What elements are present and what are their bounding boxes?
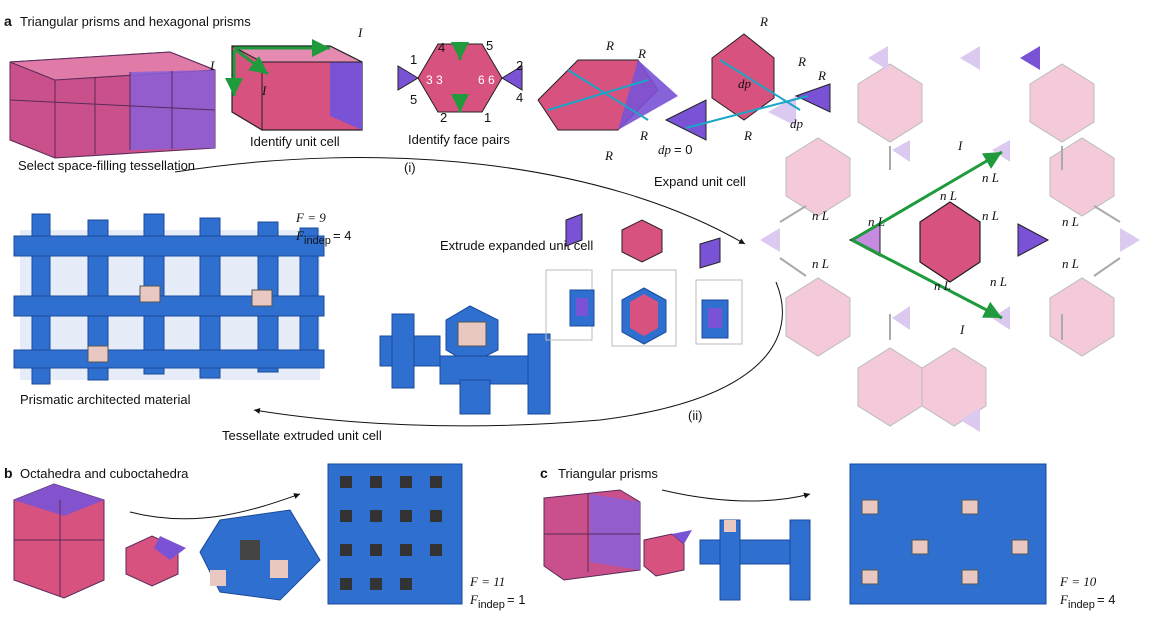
svg-text:R: R	[817, 68, 826, 83]
unit-cell-illustration: I I I	[209, 25, 363, 131]
svg-text:n L: n L	[982, 170, 999, 185]
panel-a-F: F = 9	[295, 210, 326, 225]
svg-text:n L: n L	[812, 256, 829, 271]
svg-text:2: 2	[516, 58, 523, 73]
svg-text:R: R	[759, 14, 768, 29]
panel-c-F: F = 10	[1059, 574, 1097, 589]
triangular-prism-block	[543, 489, 641, 581]
face-number-labels: 1 4 5 2 3 3 6 6 2 4 5 1	[410, 38, 523, 125]
panel-a-letter: a	[4, 13, 12, 29]
svg-text:4: 4	[438, 40, 445, 55]
face-pair-vectors-diagram: R R R R	[537, 38, 678, 163]
svg-text:R: R	[797, 54, 806, 69]
svg-text:I: I	[357, 25, 363, 40]
arrow-ii	[253, 281, 783, 427]
svg-text:5: 5	[486, 38, 493, 53]
svg-text:indep: indep	[478, 599, 505, 611]
svg-text:n L: n L	[1062, 214, 1079, 229]
octahedra-extruded-cell	[199, 509, 321, 601]
svg-text:I: I	[959, 322, 965, 337]
svg-text:6: 6	[478, 73, 485, 87]
svg-text:3: 3	[436, 73, 443, 87]
svg-text:n L: n L	[940, 188, 957, 203]
single-triangular-prism	[643, 530, 692, 577]
step-identify-cell-label: Identify unit cell	[250, 134, 340, 149]
svg-text:3: 3	[426, 73, 433, 87]
svg-text:n L: n L	[990, 274, 1007, 289]
panel-a-title: Triangular prisms and hexagonal prisms	[20, 14, 251, 29]
result-label: Prismatic architected material	[20, 392, 191, 407]
extrude-cell-parts	[545, 213, 743, 347]
panel-b-F-indep: F indep = 1	[469, 592, 525, 611]
svg-text:I: I	[209, 58, 215, 73]
panel-c-arrow	[661, 489, 811, 502]
svg-text:2: 2	[440, 110, 447, 125]
svg-text:n L: n L	[1062, 256, 1079, 271]
prismatic-material-illustration	[13, 213, 325, 385]
svg-text:R: R	[605, 38, 614, 53]
svg-text:n L: n L	[812, 208, 829, 223]
dp1-label: dp	[658, 142, 672, 157]
svg-text:n L: n L	[868, 214, 885, 229]
single-cuboctahedron	[125, 535, 186, 587]
panel-c-F-indep: F indep = 4	[1059, 592, 1115, 611]
svg-text:6: 6	[488, 73, 495, 87]
triangular-prism-extruded-cell	[699, 519, 811, 601]
svg-text:I: I	[957, 138, 963, 153]
svg-text:4: 4	[516, 90, 523, 105]
panel-b-title: Octahedra and cuboctahedra	[20, 466, 189, 481]
arrow-i-label: (i)	[404, 160, 416, 175]
space-filling-tessellation-illustration	[9, 51, 216, 159]
panel-a-F-indep: F indep = 4	[295, 228, 351, 247]
arrow-i	[174, 157, 746, 245]
svg-text:= 4: = 4	[333, 228, 351, 243]
svg-text:1: 1	[484, 110, 491, 125]
extruded-unit-cell-blue	[379, 305, 551, 415]
step-identify-pairs-label: Identify face pairs	[408, 132, 510, 147]
svg-text:R: R	[639, 128, 648, 143]
arrow-ii-label: (ii)	[688, 408, 702, 423]
step-extrude-label: Extrude expanded unit cell	[440, 238, 593, 253]
svg-text:dp: dp	[790, 116, 804, 131]
octahedra-material	[327, 463, 463, 605]
step-expand-label: Expand unit cell	[654, 174, 746, 189]
svg-text:= 1: = 1	[507, 592, 525, 607]
tessellation-lattice-diagram: I I n L n L n L n L n L n L n L n L n L …	[760, 46, 1140, 432]
svg-text:1: 1	[410, 52, 417, 67]
panel-b-arrow	[129, 493, 301, 520]
panel-c-title: Triangular prisms	[558, 466, 658, 481]
panel-c-letter: c	[540, 465, 548, 481]
svg-text:I: I	[261, 83, 267, 98]
triangular-prism-material	[849, 463, 1047, 605]
svg-text:F: F	[1059, 592, 1069, 607]
svg-text:5: 5	[410, 92, 417, 107]
step-tessellate-label: Tessellate extruded unit cell	[222, 428, 382, 443]
step-select-label: Select space-filling tessellation	[18, 158, 195, 173]
svg-text:dp: dp	[738, 76, 752, 91]
svg-text:F: F	[295, 228, 305, 243]
svg-text:= 4: = 4	[1097, 592, 1115, 607]
svg-text:R: R	[637, 46, 646, 61]
panel-b-F: F = 11	[469, 574, 505, 589]
svg-text:F: F	[469, 592, 479, 607]
octahedra-cuboctahedra-block	[13, 483, 105, 599]
svg-text:R: R	[743, 128, 752, 143]
dp1-eq: = 0	[674, 142, 692, 157]
svg-text:indep: indep	[1068, 599, 1095, 611]
svg-text:indep: indep	[304, 235, 331, 247]
svg-text:R: R	[604, 148, 613, 163]
face-pairs-hexagon	[397, 42, 523, 113]
svg-text:n L: n L	[934, 278, 951, 293]
expanded-unit-cell-diagram: R R R R dp dp	[664, 14, 831, 143]
panel-b-letter: b	[4, 465, 13, 481]
svg-text:n L: n L	[982, 208, 999, 223]
